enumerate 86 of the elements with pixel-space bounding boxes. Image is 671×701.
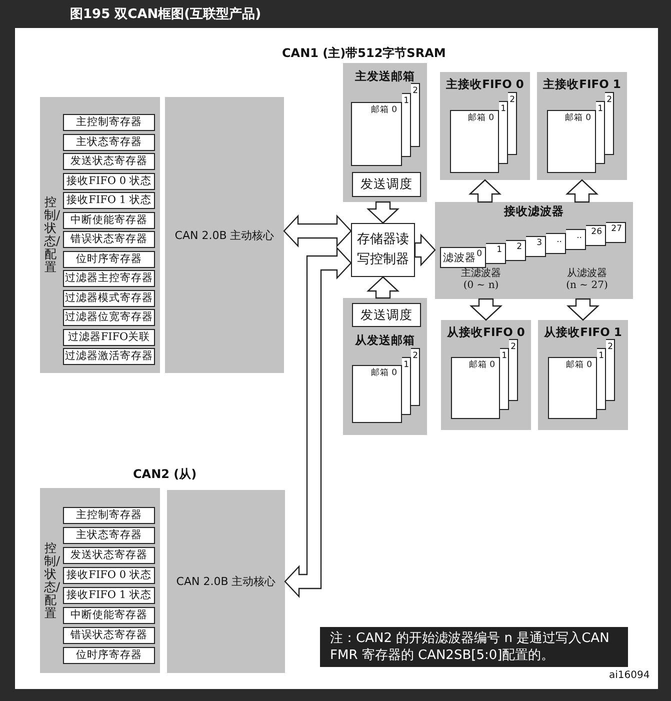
block-arrow: [565, 179, 599, 203]
scheduler-box: 发送调度: [352, 303, 421, 327]
register-box: 错误状态寄存器: [63, 231, 155, 248]
core-block: CAN 2.0B 主动核心: [167, 490, 285, 673]
scheduler-box: 发送调度: [352, 172, 421, 197]
fifo-panel: [537, 72, 627, 180]
mailbox-page: 1: [402, 356, 411, 414]
mailbox-page: 1: [499, 101, 508, 164]
figure-id: ai16094: [609, 670, 650, 681]
mailbox-page: 邮箱 0: [548, 357, 597, 419]
block-heading: CAN1 (主)带512字节SRAM: [282, 45, 446, 62]
register-box: 位时序寄存器: [63, 250, 155, 268]
mailbox-page: 2: [606, 339, 615, 401]
mailbox-page: 1: [597, 348, 606, 410]
filter-page: 2: [506, 240, 526, 261]
panel-heading: 主接收FIFO 0: [445, 77, 525, 92]
mailbox-page: 2: [411, 348, 420, 406]
mailbox-page: 邮箱 0: [351, 102, 402, 166]
register-box: 中断使能寄存器: [63, 607, 155, 624]
filter-number: 0: [476, 249, 482, 259]
register-box: 主状态寄存器: [63, 134, 155, 150]
block-arrow: [468, 179, 502, 203]
mailbox-page: 邮箱 0: [547, 110, 596, 173]
config-panel: [40, 488, 160, 673]
filter-page: ..: [566, 229, 586, 250]
register-box: 过滤器主控寄存器: [63, 270, 155, 287]
register-box: 错误状态寄存器: [63, 627, 155, 644]
register-box: 过滤器位宽寄存器: [63, 309, 155, 326]
register-box: 接收FIFO 0 状态: [63, 172, 155, 190]
register-box: 过滤器激活寄存器: [63, 348, 155, 365]
register-box: 过滤器模式寄存器: [63, 290, 155, 306]
block-arrow: [566, 298, 600, 321]
block-arrow: [366, 276, 400, 299]
mailbox-panel: [343, 63, 427, 202]
mailbox-page: 邮箱 0: [352, 365, 402, 423]
filter-page: ..: [546, 232, 566, 254]
filter-page: 27: [606, 222, 626, 243]
mailbox-page: 邮箱 0: [451, 357, 500, 419]
block-heading: CAN2 (从): [133, 466, 197, 483]
filter-label: 滤波器: [443, 253, 476, 263]
panel-heading: 从接收FIFO 0: [446, 325, 526, 340]
register-box: 发送状态寄存器: [63, 547, 155, 564]
panel-heading: 从接收FIFO 1: [542, 325, 623, 340]
block-arrow: [284, 246, 352, 598]
mailbox-page: 1: [500, 348, 509, 410]
mailbox-page: 1: [402, 92, 411, 156]
note-box: 注：CAN2 的开始滤波器编号 n 是通过写入CAN FMR 寄存器的 CAN2SB[5:0]配置的。: [320, 627, 628, 667]
panel-heading: 主接收FIFO 1: [542, 77, 622, 92]
register-box: 过滤器FIFO关联: [63, 328, 155, 346]
core-block: CAN 2.0B 主动核心: [165, 97, 284, 373]
mailbox-page: 2: [605, 92, 614, 155]
filter-panel: [435, 202, 633, 299]
config-panel: [40, 97, 160, 373]
fifo-panel: [440, 72, 530, 180]
figure-title: 图195 双CAN框图(互联型产品): [70, 6, 262, 23]
register-box: 中断使能寄存器: [63, 212, 155, 228]
register-box: 主控制寄存器: [63, 507, 155, 524]
filter-group-label: 从滤波器 (n ~ 27): [565, 268, 609, 292]
filter-page: 1: [486, 243, 506, 264]
register-box: 接收FIFO 1 状态: [63, 192, 155, 209]
register-box: 主状态寄存器: [63, 527, 155, 544]
block-arrow: [469, 298, 503, 321]
mailbox-page: 1: [596, 101, 605, 164]
fifo-panel: [441, 320, 531, 430]
panel-heading: 从发送邮箱: [354, 333, 416, 348]
filter-page: 26: [586, 225, 606, 246]
register-box: 位时序寄存器: [63, 647, 155, 664]
panel-heading: 主发送邮箱: [354, 69, 416, 84]
panel-heading: 接收滤波器: [502, 204, 565, 219]
controller-box: 存储器读写控制器: [351, 223, 415, 277]
mailbox-page: 2: [508, 92, 517, 155]
mailbox-page: 邮箱 0: [450, 110, 499, 173]
block-arrow: [366, 201, 400, 224]
filter-page: [440, 247, 486, 268]
register-box: 主控制寄存器: [63, 114, 155, 131]
mailbox-page: 2: [509, 339, 518, 401]
register-box: 发送状态寄存器: [63, 153, 155, 170]
mailbox-panel: [343, 298, 427, 435]
block-arrow: [283, 214, 352, 248]
block-arrow: [414, 233, 436, 267]
filter-page: 3: [526, 236, 546, 258]
register-box: 接收FIFO 0 状态: [63, 567, 155, 584]
fifo-panel: [538, 320, 628, 430]
mailbox-page: 2: [411, 83, 420, 147]
register-box: 接收FIFO 1 状态: [63, 587, 155, 604]
filter-group-label: 主滤波器 (0 ~ n): [460, 268, 502, 292]
